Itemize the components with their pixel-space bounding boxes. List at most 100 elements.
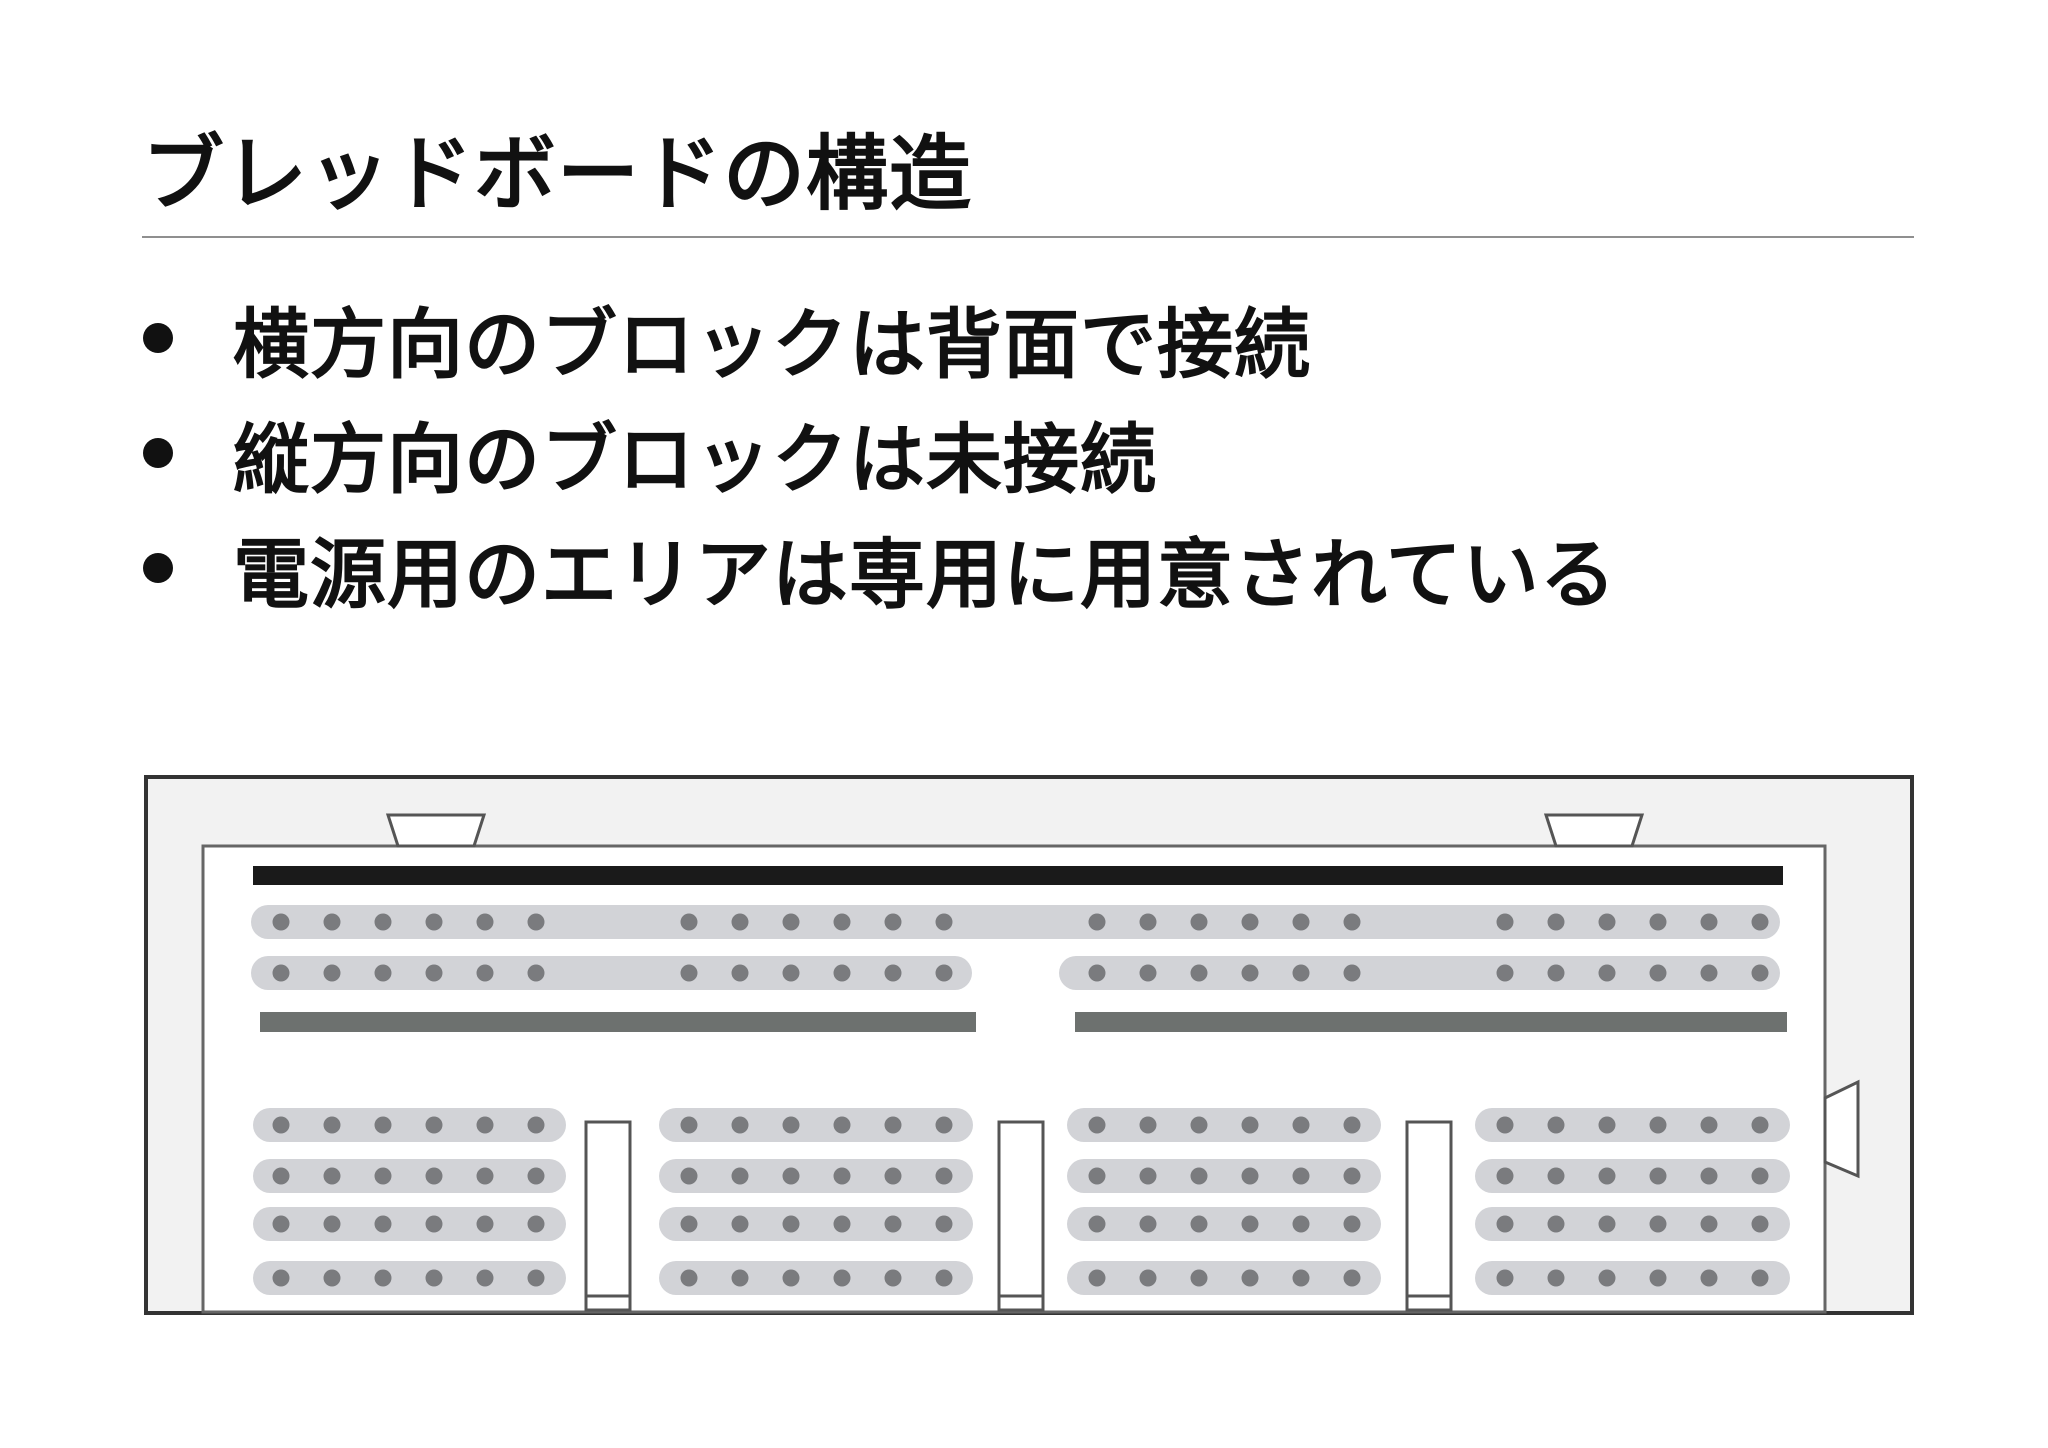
bullet-text: 電源用のエリアは専用に用意されている <box>233 529 1617 619</box>
hole <box>731 1167 749 1185</box>
hole <box>833 964 851 982</box>
terminal-strip <box>1067 1207 1381 1241</box>
hole <box>731 1269 749 1287</box>
hole <box>1241 964 1259 982</box>
hole <box>782 913 800 931</box>
hole <box>1649 913 1667 931</box>
hole <box>527 964 545 982</box>
terminal-strip <box>659 1261 973 1295</box>
hole <box>425 964 443 982</box>
hole <box>1700 1167 1718 1185</box>
hole <box>1547 1269 1565 1287</box>
hole <box>1190 964 1208 982</box>
bullet-dot-icon <box>143 322 173 353</box>
terminal-strip <box>253 1207 566 1241</box>
hole <box>425 1215 443 1233</box>
hole <box>1649 1116 1667 1134</box>
terminal-strip <box>659 1108 973 1142</box>
hole <box>323 1116 341 1134</box>
hole <box>884 1116 902 1134</box>
hole <box>1496 1215 1514 1233</box>
hole <box>782 1116 800 1134</box>
hole <box>731 1116 749 1134</box>
hole <box>1190 1269 1208 1287</box>
hole <box>1547 1116 1565 1134</box>
hole <box>527 913 545 931</box>
hole <box>1700 1215 1718 1233</box>
hole <box>272 1167 290 1185</box>
hole <box>680 964 698 982</box>
hole <box>272 913 290 931</box>
hole <box>1139 1116 1157 1134</box>
block-separator <box>997 1120 1045 1312</box>
hole <box>1088 1215 1106 1233</box>
power-rail-strip <box>1059 956 1780 990</box>
hole <box>1088 1269 1106 1287</box>
hole <box>884 1269 902 1287</box>
rail-bar-right <box>1075 1012 1787 1032</box>
hole <box>1751 1116 1769 1134</box>
hole <box>884 1215 902 1233</box>
terminal-strip <box>1067 1108 1381 1142</box>
hole <box>374 1116 392 1134</box>
hole <box>1598 1116 1616 1134</box>
hole <box>1343 1269 1361 1287</box>
bullet-item: 横方向のブロックは背面で接続 <box>142 280 1617 395</box>
hole <box>1139 1269 1157 1287</box>
hole <box>1598 964 1616 982</box>
hole <box>1139 913 1157 931</box>
hole <box>1343 964 1361 982</box>
hole <box>1292 1116 1310 1134</box>
hole <box>374 1215 392 1233</box>
hole <box>731 1215 749 1233</box>
hole <box>374 964 392 982</box>
hole <box>1139 1215 1157 1233</box>
hole <box>1190 1215 1208 1233</box>
hole <box>680 1269 698 1287</box>
hole <box>1088 1116 1106 1134</box>
bullet-item: 縦方向のブロックは未接続 <box>142 395 1617 510</box>
hole <box>374 913 392 931</box>
power-rail-strip <box>251 905 1780 939</box>
hole <box>425 1116 443 1134</box>
hole <box>1292 964 1310 982</box>
hole <box>374 1167 392 1185</box>
title-divider <box>142 236 1914 238</box>
hole <box>1700 1116 1718 1134</box>
hole <box>425 1167 443 1185</box>
side-connector-tab <box>1823 1079 1860 1179</box>
hole <box>782 1215 800 1233</box>
hole <box>476 1167 494 1185</box>
hole <box>1751 913 1769 931</box>
hole <box>833 913 851 931</box>
hole <box>1547 913 1565 931</box>
hole <box>1088 1167 1106 1185</box>
hole <box>476 1269 494 1287</box>
hole <box>884 1167 902 1185</box>
hole <box>1241 1116 1259 1134</box>
hole <box>1496 1167 1514 1185</box>
hole <box>782 1167 800 1185</box>
hole <box>1343 1116 1361 1134</box>
terminal-strip <box>1475 1159 1790 1193</box>
hole <box>1292 1215 1310 1233</box>
hole <box>731 964 749 982</box>
hole <box>1700 913 1718 931</box>
block-separator <box>1405 1120 1453 1312</box>
hole <box>833 1116 851 1134</box>
bullet-dot-icon <box>143 437 173 468</box>
block-separator <box>584 1120 632 1312</box>
hole <box>1241 1167 1259 1185</box>
bullet-item: 電源用のエリアは専用に用意されている <box>142 510 1617 625</box>
hole <box>680 913 698 931</box>
hole <box>935 913 953 931</box>
hole <box>833 1215 851 1233</box>
terminal-strip <box>1067 1261 1381 1295</box>
hole <box>1343 1167 1361 1185</box>
rail-bar-left <box>260 1012 976 1032</box>
hole <box>935 1215 953 1233</box>
hole <box>884 913 902 931</box>
hole <box>935 1116 953 1134</box>
hole <box>1598 1167 1616 1185</box>
